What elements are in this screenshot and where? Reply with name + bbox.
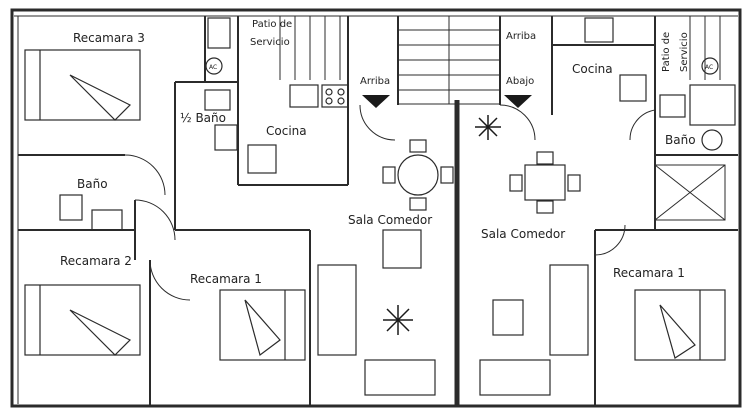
dining-table-left <box>382 139 454 211</box>
bed-recamara2 <box>24 284 141 356</box>
label-recamara1-right: Recamara 1 <box>613 266 685 280</box>
label-stairs-down-right: Abajo <box>506 76 535 87</box>
label-stairs-up-right: Arriba <box>506 31 537 42</box>
label-recamara2: Recamara 2 <box>60 254 132 268</box>
outer-wall <box>10 8 742 408</box>
sofa-right <box>479 264 589 396</box>
bed-recamara1-right <box>634 289 726 361</box>
label-recamara3: Recamara 3 <box>73 31 145 45</box>
label-bano-right: Baño <box>665 133 696 147</box>
dining-table-right <box>509 151 581 214</box>
label-sala-comedor-right: Sala Comedor <box>481 227 566 241</box>
label-recamara1-left: Recamara 1 <box>190 272 262 286</box>
arrow-down-icon <box>504 95 532 108</box>
ac-icon: AC <box>209 64 217 71</box>
label-sala-comedor-left: Sala Comedor <box>348 213 433 227</box>
label-patio-right-1: Patio de <box>661 31 672 72</box>
bed-recamara3 <box>24 49 141 121</box>
label-medio-bano: ½ Baño <box>180 111 226 125</box>
plant-icon <box>383 305 413 335</box>
label-cocina-left: Cocina <box>266 124 307 138</box>
plant-icon <box>475 115 501 140</box>
label-patio-left-2: Servicio <box>250 37 290 48</box>
sofa-left <box>317 229 436 396</box>
label-stairs-up-left: Arriba <box>360 76 391 87</box>
bed-recamara1-left <box>219 289 306 361</box>
ac-icon: AC <box>705 64 713 71</box>
label-patio-left-1: Patio de <box>252 19 293 30</box>
label-patio-right-2: Servicio <box>679 32 690 72</box>
label-cocina-right: Cocina <box>572 62 613 76</box>
arrow-down-icon <box>362 95 390 108</box>
label-bano-left: Baño <box>77 177 108 191</box>
